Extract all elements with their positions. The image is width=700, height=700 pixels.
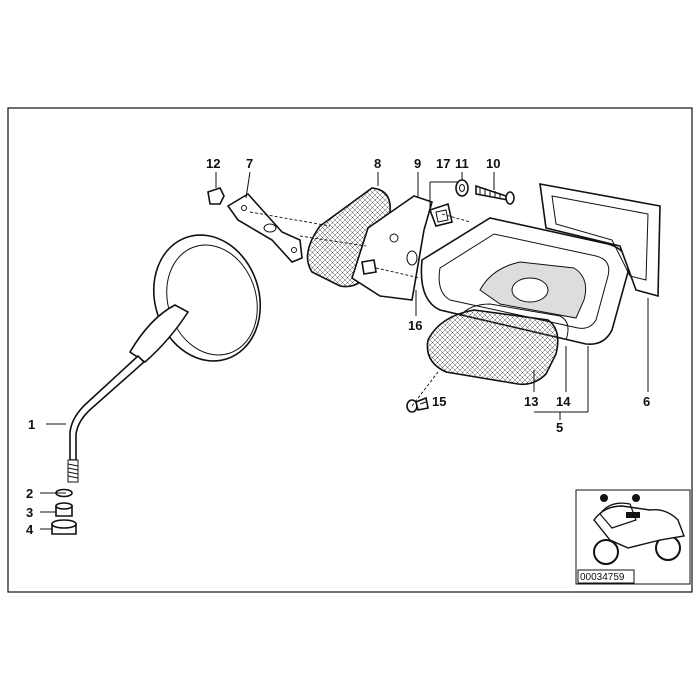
callout-16: 16 <box>408 318 422 333</box>
screw-part-16 <box>361 259 377 275</box>
gasket-hole-large <box>406 250 418 266</box>
mirror-assembly <box>67 234 262 483</box>
assembly-line <box>411 371 439 407</box>
leader-line <box>245 171 251 199</box>
assembly-line <box>249 211 331 227</box>
callout-5: 5 <box>556 420 563 435</box>
mirror-head <box>152 234 262 362</box>
callout-13: 13 <box>524 394 538 409</box>
screw-threads <box>479 187 501 199</box>
mirror-arm <box>69 354 146 461</box>
motorcycle-thumbnail: 00034759 <box>575 489 691 585</box>
callout-9: 9 <box>414 156 421 171</box>
lens-part-13 <box>426 309 559 386</box>
cap-part-4-top <box>51 519 77 529</box>
bracket-slot <box>263 223 277 233</box>
callout-14: 14 <box>556 394 571 409</box>
bulb-base <box>415 396 429 411</box>
nut-part-12 <box>207 187 225 205</box>
motorcycle-detail <box>626 512 640 518</box>
screw-part-10 <box>475 184 510 202</box>
gasket-hole <box>389 233 399 243</box>
diagram-frame <box>7 107 693 593</box>
front-wheel <box>593 539 619 565</box>
bracket-hole <box>291 247 297 253</box>
housing-inner <box>438 233 610 329</box>
leader-line <box>419 401 427 405</box>
bracket-hole <box>241 205 247 211</box>
callout-10: 10 <box>486 156 500 171</box>
reference-box <box>577 569 635 584</box>
bracket-part-7 <box>226 192 303 263</box>
mirror-marker <box>600 494 608 502</box>
clip-part-17 <box>428 202 453 227</box>
callout-8: 8 <box>374 156 381 171</box>
callout-1: 1 <box>28 417 35 432</box>
callout-3: 3 <box>26 505 33 520</box>
clip-part-17-cut <box>435 209 449 223</box>
mirror-thread <box>67 459 79 483</box>
washer-part-11-hole <box>459 184 465 192</box>
callout-2: 2 <box>26 486 33 501</box>
screw-head <box>505 191 515 205</box>
callout-4: 4 <box>26 522 34 537</box>
leader-line <box>533 346 589 413</box>
assembly-line <box>375 267 421 279</box>
leader-line <box>429 181 458 210</box>
mirror-boot <box>128 304 190 364</box>
lens-frame-part-14 <box>459 303 569 341</box>
reference-number: 00034759 <box>580 572 625 583</box>
gasket-part-9 <box>351 195 433 301</box>
callout-15: 15 <box>432 394 446 409</box>
bulb-part-15-housing <box>511 277 549 303</box>
callout-12: 12 <box>206 156 220 171</box>
nut-part-3-top <box>55 502 73 510</box>
cover-part-6-inner <box>551 195 649 281</box>
callout-11: 11 <box>455 156 469 171</box>
callout-6: 6 <box>643 394 650 409</box>
mirror-marker <box>632 494 640 502</box>
callout-7: 7 <box>246 156 253 171</box>
callout-17: 17 <box>436 156 450 171</box>
cover-part-6 <box>539 183 661 298</box>
motorcycle-body <box>593 505 685 549</box>
assembly-line <box>299 235 367 247</box>
thread-lines <box>67 463 79 479</box>
